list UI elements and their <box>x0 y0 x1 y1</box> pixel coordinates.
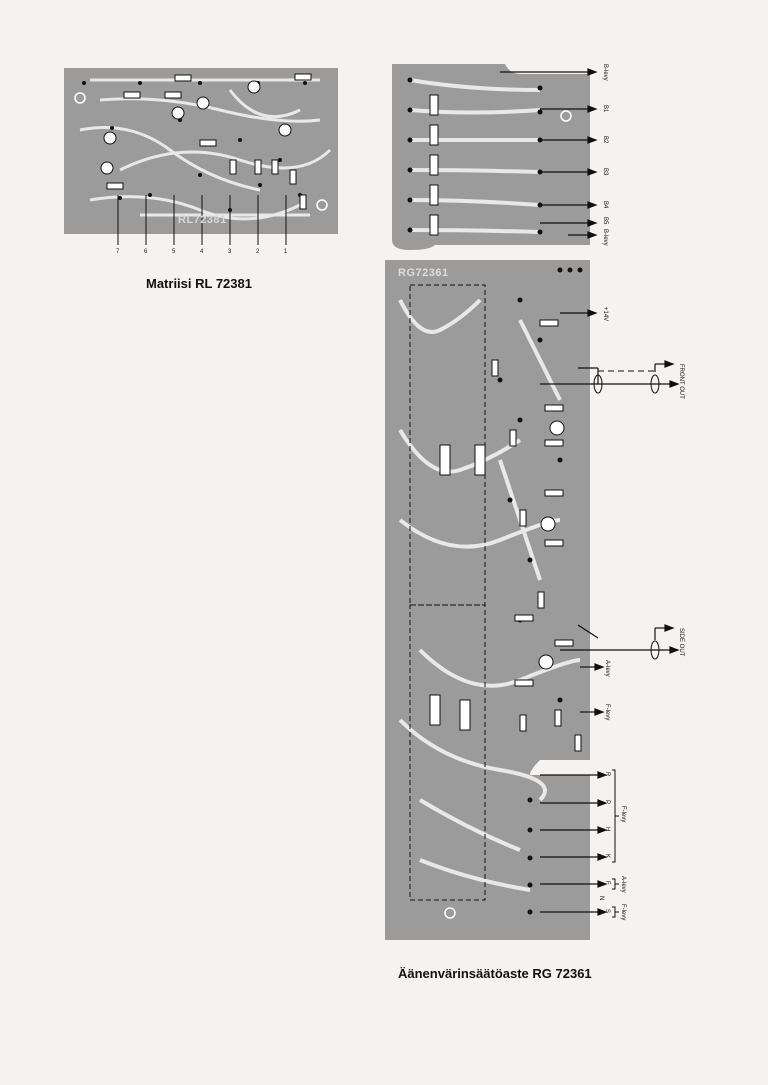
side-out-label: SIDE OUT <box>678 628 684 657</box>
output-arrows <box>500 68 680 916</box>
matrix-components <box>100 73 312 210</box>
matrix-caption: Matriisi RL 72381 <box>146 276 252 291</box>
output-k: K <box>604 854 610 859</box>
tone-board-label: RG72361 <box>398 267 449 279</box>
f-levy-label: F-levy <box>604 704 610 721</box>
matrix-pin-leads <box>117 195 287 245</box>
output-b-levy-top: B-levy <box>602 64 608 81</box>
tone-board-caption: Äänenvärinsäätöaste RG 72361 <box>398 966 592 981</box>
tone-board-top <box>392 64 590 250</box>
output-b3: B3 <box>602 168 608 176</box>
a-levy-label: A-levy <box>604 660 610 677</box>
group-f-levy-label: F-levy <box>620 806 626 823</box>
shielded-cable-marks <box>593 370 660 918</box>
n-label: N <box>598 896 604 901</box>
tone-board-main <box>385 260 590 940</box>
group-s-f-levy-label: F-levy <box>620 904 626 921</box>
output-p: P <box>604 800 610 805</box>
pin-2: 2 <box>256 249 260 255</box>
output-b1: B1 <box>602 105 608 113</box>
output-s: S <box>604 909 610 914</box>
output-b5: B5 <box>602 217 608 225</box>
pin-4: 4 <box>200 249 204 255</box>
front-out-label: FRONT OUT <box>678 364 684 399</box>
pin-1: 1 <box>284 249 288 255</box>
pin-6: 6 <box>144 249 148 255</box>
output-h: H <box>604 827 610 832</box>
output-r: R <box>604 772 610 777</box>
output-b-levy-bottom: B-levy <box>602 229 608 246</box>
matrix-mount-holes <box>74 92 328 211</box>
output-b4: B4 <box>602 201 608 209</box>
group-a-levy-label: A-levy <box>620 876 626 893</box>
tone-components <box>429 94 582 752</box>
matrix-board-label: RL72381 <box>178 214 227 226</box>
tone-mount-holes <box>444 110 572 919</box>
output-f: F <box>604 881 610 885</box>
supply-label: +14V <box>602 307 608 322</box>
pin-7: 7 <box>116 249 120 255</box>
tone-pads <box>407 77 583 915</box>
output-b2: B2 <box>602 136 608 144</box>
pin-5: 5 <box>172 249 176 255</box>
pin-3: 3 <box>228 249 232 255</box>
matrix-pads <box>82 81 307 212</box>
